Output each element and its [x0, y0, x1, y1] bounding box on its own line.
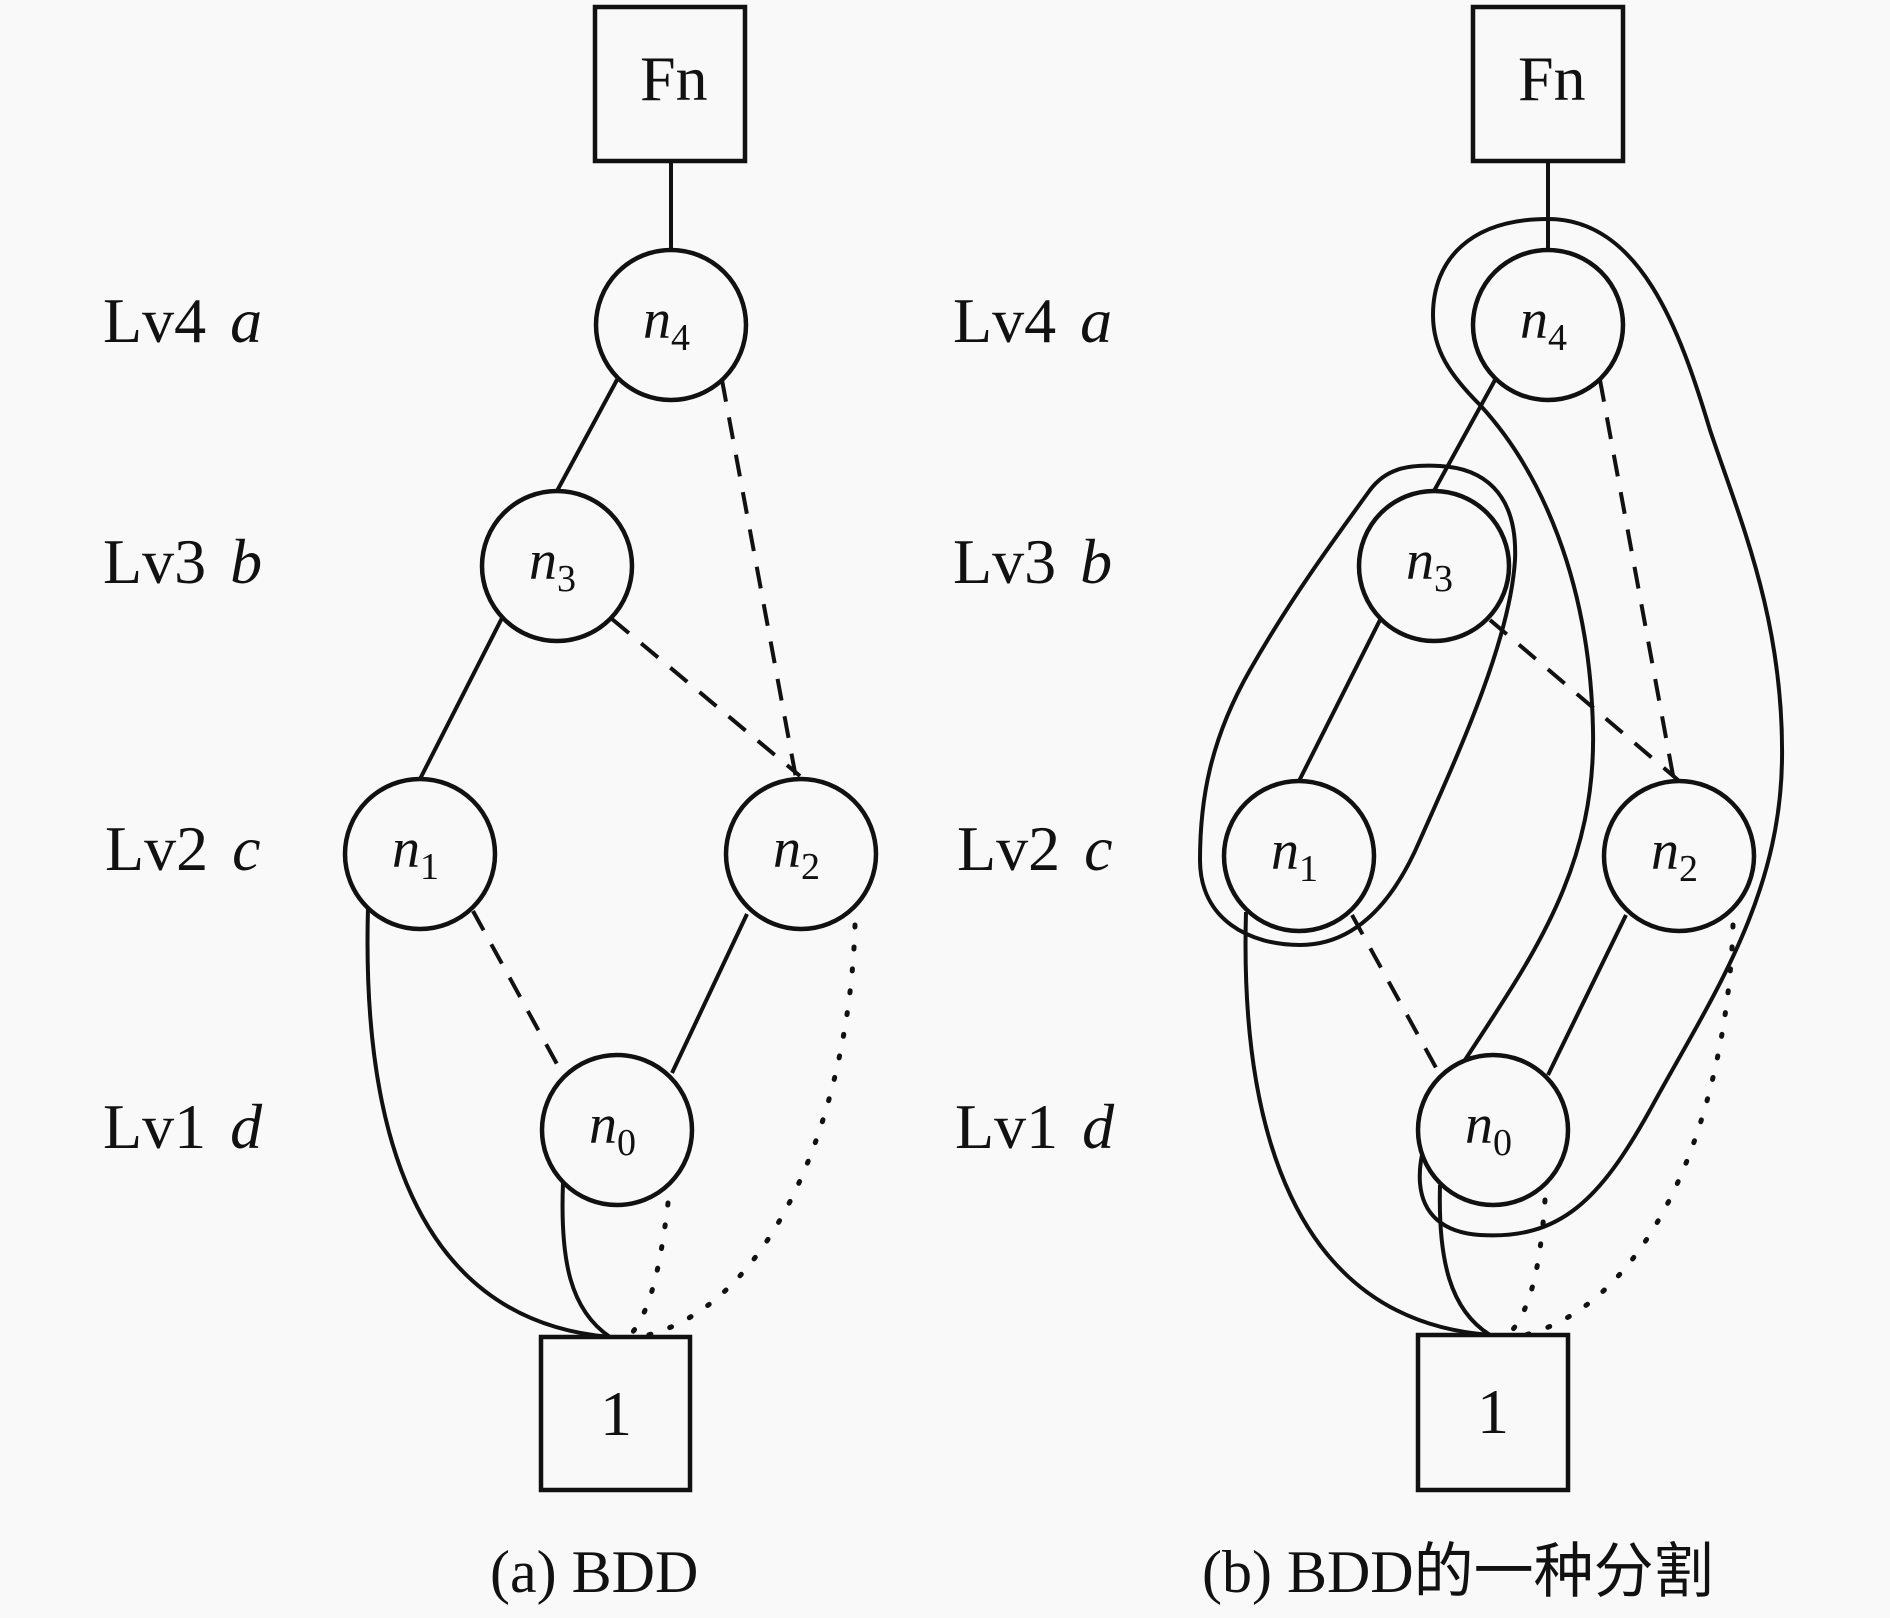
- node-n1-b: n1: [1221, 778, 1377, 934]
- node-n3-b: n3: [1356, 488, 1512, 644]
- partition-group-n3-n1: [1197, 463, 1518, 948]
- edge-n2-terminal-dotted-b: [1522, 922, 1736, 1338]
- node-n2: n2: [723, 776, 879, 932]
- edge-n3-n2: [610, 617, 802, 778]
- edge-n2-n0: [670, 913, 749, 1074]
- edge-n2-terminal-dotted: [645, 922, 858, 1338]
- edge-n3-n1-b: [1297, 619, 1382, 782]
- edge-n0-terminal-dotted-b: [1507, 1197, 1548, 1336]
- edge-n3-n2-b: [1488, 618, 1680, 782]
- root-box: [592, 4, 748, 164]
- edge-n4-n3: [555, 377, 620, 492]
- svg-text:n4: n4: [1520, 289, 1567, 359]
- edge-n2-n0-b: [1546, 914, 1628, 1076]
- node-n2-b: n2: [1601, 778, 1757, 934]
- node-n0-b: n0: [1415, 1052, 1571, 1208]
- node-n3: n3: [479, 488, 635, 644]
- node-n4-b: n4: [1470, 247, 1626, 403]
- node-n0: n0: [539, 1052, 695, 1208]
- svg-text:n0: n0: [1465, 1094, 1512, 1164]
- edge-n1-terminal: [365, 907, 611, 1339]
- svg-text:n0: n0: [589, 1094, 636, 1164]
- edge-n1-terminal-b: [1243, 911, 1491, 1337]
- svg-text:n2: n2: [773, 818, 820, 888]
- edge-n4-n3-b: [1432, 379, 1497, 492]
- edge-n1-n0: [471, 910, 565, 1076]
- node-n4: n4: [593, 247, 749, 403]
- caption-b: (b) BDD的一种分割: [1202, 1539, 1714, 1605]
- root-label: Fn: [640, 43, 708, 114]
- edge-n3-n1: [418, 617, 504, 780]
- terminal-label: 1: [600, 1378, 632, 1449]
- caption-a: (a) BDD: [490, 1539, 698, 1605]
- root-label-b: Fn: [1518, 43, 1586, 114]
- edge-n4-n2: [720, 379, 798, 779]
- partition-group-n4-n2-n0: [1417, 216, 1785, 1238]
- edge-n0-terminal: [560, 1182, 612, 1339]
- edge-n0-terminal-dotted: [629, 1200, 671, 1336]
- terminal-box: [538, 1334, 693, 1493]
- edge-n1-n0-b: [1350, 914, 1442, 1076]
- node-n1: n1: [342, 776, 498, 932]
- edge-n4-n2-b: [1598, 379, 1676, 782]
- svg-text:n3: n3: [529, 530, 576, 600]
- root-box-b: [1470, 4, 1626, 164]
- svg-text:n1: n1: [1271, 820, 1318, 890]
- svg-text:n4: n4: [643, 289, 690, 359]
- svg-text:n1: n1: [392, 818, 439, 888]
- terminal-label-b: 1: [1477, 1376, 1509, 1447]
- terminal-box-b: [1415, 1332, 1571, 1493]
- edge-n0-terminal-b: [1437, 1184, 1492, 1337]
- svg-text:n3: n3: [1406, 530, 1453, 600]
- svg-text:n2: n2: [1651, 820, 1698, 890]
